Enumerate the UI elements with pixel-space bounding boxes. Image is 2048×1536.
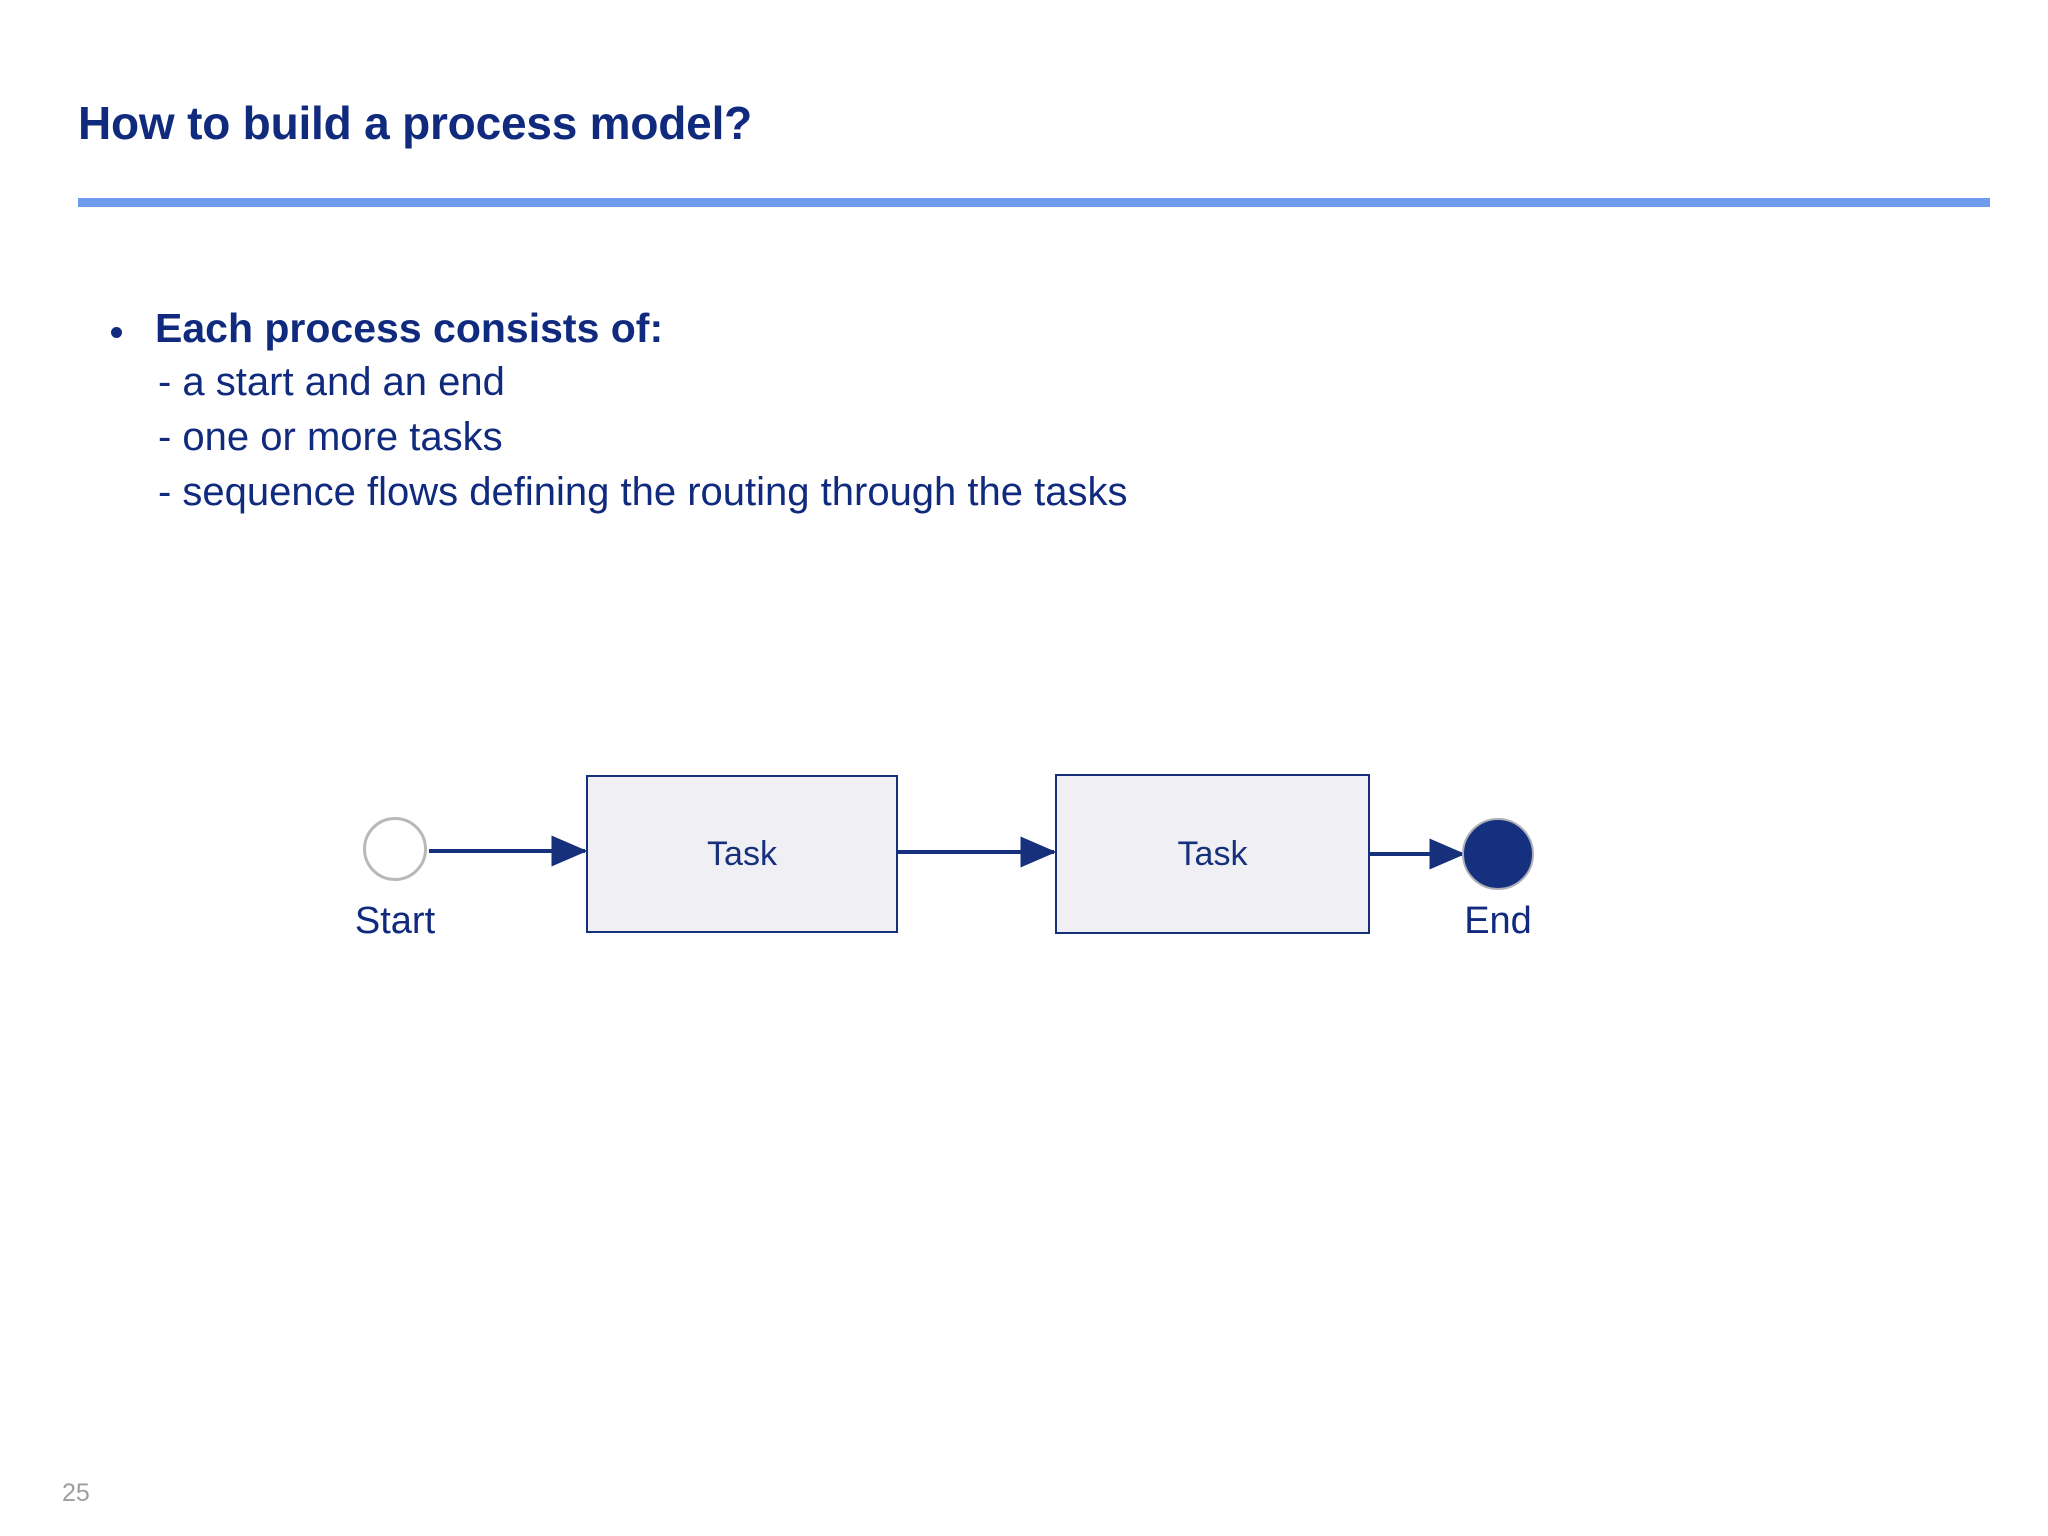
title-divider <box>78 198 1990 207</box>
bullet-subitem-label: - sequence flows defining the routing th… <box>158 470 1128 514</box>
end-event-label: End <box>1464 900 1532 942</box>
start-event-node[interactable] <box>363 817 427 881</box>
page-number: 25 <box>62 1479 90 1507</box>
end-event-node[interactable] <box>1462 818 1534 890</box>
bullet-dot-icon <box>111 327 122 338</box>
content-bullet-list: Each process consists of: - a start and … <box>105 305 1605 514</box>
task-node-1[interactable]: Task <box>586 775 898 933</box>
start-event-label: Start <box>354 900 436 942</box>
task-node-2[interactable]: Task <box>1055 774 1370 934</box>
task-node-label: Task <box>707 834 777 873</box>
bullet-subitem-label: - one or more tasks <box>158 415 503 459</box>
bullet-subitem-label: - a start and an end <box>158 360 505 404</box>
page-title: How to build a process model? <box>78 97 753 149</box>
task-node-label: Task <box>1177 834 1248 873</box>
list-item: Each process consists of: - a start and … <box>105 305 1605 514</box>
bullet-primary-label: Each process consists of: <box>155 305 664 351</box>
